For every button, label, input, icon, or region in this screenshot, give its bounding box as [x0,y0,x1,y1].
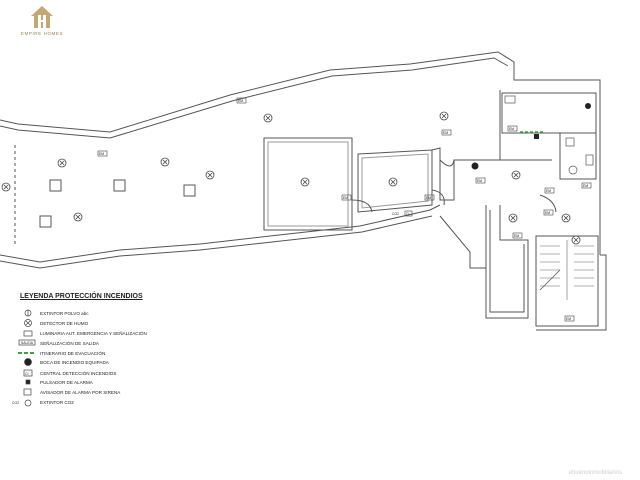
legend-label: PULSADOR DE ALARMA [40,380,94,385]
legend-label: LUMINARIA AUT. EMERGENCIA Y SEÑALIZACIÓN [40,330,147,336]
door-swing [539,194,557,213]
fire-hose-icon [585,103,591,109]
legend-label: EXTINTOR POLVO abc [40,311,89,316]
emergency-light-icon: EM [512,232,523,239]
svg-text:EM: EM [509,127,514,131]
smoke-detector-icon [205,170,215,180]
smoke-detector-icon [508,213,518,223]
smoke-detector-icon [300,177,310,187]
emergency-light-icon: EM [97,150,108,157]
legend-label: ITINERARIO DE EVACUACIÓN [40,350,105,356]
fire-hose-icon [471,162,479,170]
main-hall-bottom-wall-outer [0,215,433,269]
svg-text:EM: EM [99,152,104,156]
smoke-detector-icon [160,157,170,167]
smoke-detector-icon [1,182,11,192]
detection-panel-icon: CI [404,210,413,217]
co2-extinguisher-icon [24,399,32,407]
door-swing [439,159,455,167]
bathroom [501,92,597,134]
svg-text:EM: EM [583,184,588,188]
brand-logo: EMPIRE HOMES [16,4,68,36]
emergency-light-icon: EM [544,187,555,194]
column [113,179,126,192]
stairwell [535,235,599,327]
legend-label: AVISADOR DE ALARMA POR SIRENA [40,390,121,395]
toilet-icon [585,154,594,166]
evacuation-arrow [539,269,561,291]
door-swing [351,199,373,213]
legend-label: DETECTOR DE HUMO [40,321,89,326]
fire-hose-icon [24,358,32,366]
co2-extinguisher-tag: CO2 [392,212,399,216]
alarm-button-icon [534,134,539,139]
emergency-light-icon: EM [543,209,554,216]
co2-tag: CO2 [12,401,19,405]
ci-tag: CI [25,372,28,376]
legend-label: SEÑALIZACIÓN DE SALIDA [40,340,100,346]
legend-symbols [18,309,36,407]
toilet-icon [565,137,575,147]
legend-title: LEYENDA PROTECCIÓN INCENDIOS [20,293,143,300]
emergency-light-icon: EM [564,315,575,322]
smoke-detector-icon [24,319,32,327]
smoke-detector-icon [73,212,83,222]
legend-label: EXTINTOR CO2 [40,400,74,405]
corridor-wall [431,147,500,201]
svg-text:EM: EM [545,211,550,215]
smoke-detector-icon [388,177,398,187]
fire-extinguisher-icon [24,309,32,317]
legend-label: CENTRAL DETECCIÓN INCENDIOS [40,370,116,376]
emergency-light-icon: EM [507,125,518,132]
legend-labels: EXTINTOR POLVO abc DETECTOR DE HUMO LUMI… [40,311,147,405]
legend-label: BOCA DE INCENDIO EQUIPADA [40,360,110,365]
svg-text:EM: EM [514,234,519,238]
svg-text:CO2: CO2 [392,212,399,216]
smoke-detector-icon [511,170,521,180]
brand-name: EMPIRE HOMES [20,31,64,36]
emergency-light-icon: EM [475,177,486,184]
main-hall-bottom-wall [0,204,441,263]
washbasin-icon [568,165,578,175]
emergency-light-icon [23,330,33,337]
column [183,184,196,197]
watermark: ebuenoinmobiliarios [568,470,622,476]
detection-panel-icon [23,369,33,377]
outer-wall-inner [0,57,509,139]
svg-text:EM: EM [343,196,348,200]
room-1 [263,137,353,231]
column [49,179,62,192]
svg-text:EM: EM [546,189,551,193]
smoke-detector-icon [561,213,571,223]
siren-icon [23,388,32,396]
emergency-light-icon: EM [424,194,435,201]
svg-text:EM: EM [566,317,571,321]
svg-text:CI: CI [406,212,409,216]
smoke-detector-icon [57,158,67,168]
alarm-button-icon [25,379,31,385]
exit-sign-tag: SALIDA [21,341,34,345]
emergency-light-icon: EM [236,97,247,104]
sink-icon [504,95,516,104]
outer-wall [0,51,601,255]
smoke-detector-icon [571,235,581,245]
smoke-detector-icon [263,113,273,123]
smoke-detector-icon [439,111,449,121]
house-logo-icon [31,6,53,28]
svg-text:EM: EM [238,99,243,103]
emergency-light-icon: EM [341,194,352,201]
room-2 [357,149,433,213]
svg-text:EM: EM [426,196,431,200]
column [39,215,52,228]
svg-text:EM: EM [443,131,448,135]
exit-sign-icon [18,339,36,346]
emergency-light-icon: EM [441,129,452,136]
svg-text:EM: EM [477,179,482,183]
emergency-light-icon: EM [581,182,592,189]
door-swing [431,189,445,206]
